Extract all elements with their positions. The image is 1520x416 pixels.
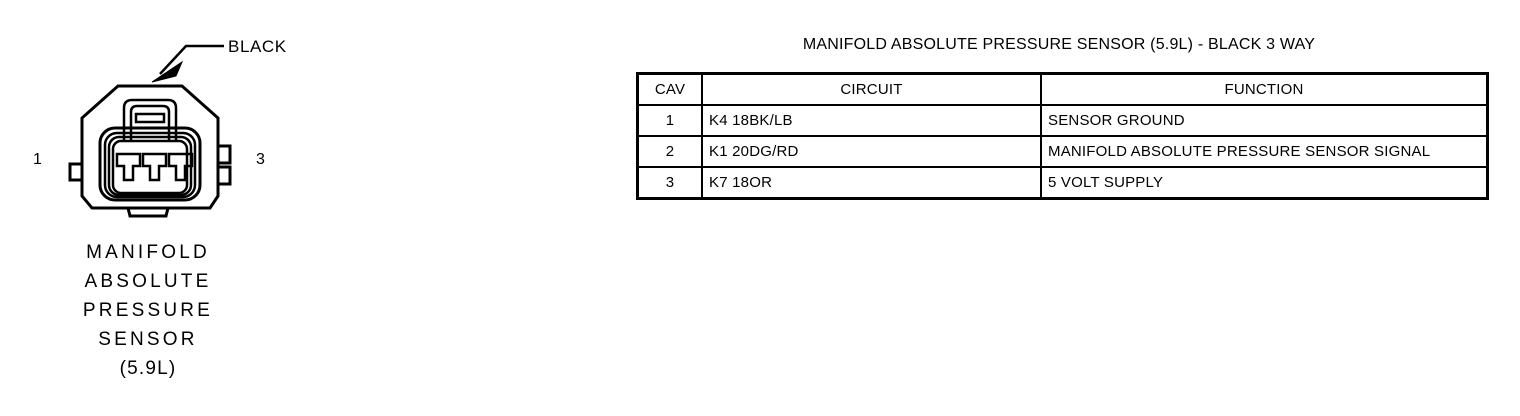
connector-bottom-tab (126, 207, 170, 218)
connector-latch-outer (122, 98, 178, 142)
callout-label-black: BLACK (228, 37, 287, 56)
cell-cav: 2 (636, 135, 703, 168)
terminal-opening-1 (115, 152, 142, 182)
cavity-housing-outer (98, 126, 202, 202)
caption-line-4: SENSOR (98, 329, 198, 350)
cell-function: SENSOR GROUND (1040, 104, 1489, 137)
caption-line-1: MANIFOLD (86, 242, 210, 263)
connector-latch-inner (129, 104, 171, 140)
connector-right-tab-lower (218, 165, 232, 186)
connector-caption: MANIFOLD ABSOLUTE PRESSURE SENSOR (5.9L) (0, 238, 296, 383)
pin-number-1: 1 (33, 151, 42, 168)
cell-cav: 3 (636, 166, 703, 200)
column-header-cav: CAV (636, 72, 703, 106)
callout-leader-line (159, 44, 224, 75)
table-row: 2 K1 20DG/RD MANIFOLD ABSOLUTE PRESSURE … (636, 135, 1489, 168)
connector-illustration-panel: BLACK 1 3 MANIFOLD ABSOLUTE PRESSURE SEN… (0, 0, 330, 416)
cell-cav: 1 (636, 104, 703, 137)
connector-right-tab-upper (218, 144, 232, 165)
cell-function: MANIFOLD ABSOLUTE PRESSURE SENSOR SIGNAL (1040, 135, 1489, 168)
connector-latch-slot (134, 112, 166, 124)
cell-circuit: K4 18BK/LB (701, 104, 1042, 137)
connector-left-tab (68, 162, 82, 182)
column-header-function: FUNCTION (1040, 72, 1489, 106)
caption-line-5: (5.9L) (119, 358, 177, 379)
callout-arrowhead (151, 60, 184, 83)
terminal-opening-3 (167, 152, 194, 182)
connector-outer-shell (80, 84, 220, 210)
caption-line-3: PRESSURE (82, 300, 214, 321)
column-header-circuit: CIRCUIT (701, 72, 1042, 106)
table-header-row: CAV CIRCUIT FUNCTION (636, 72, 1489, 106)
caption-line-2: ABSOLUTE (84, 271, 212, 292)
cell-circuit: K1 20DG/RD (701, 135, 1042, 168)
table-title: MANIFOLD ABSOLUTE PRESSURE SENSOR (5.9L)… (802, 36, 1316, 53)
cavity-housing-mid (103, 131, 197, 199)
table-row: 3 K7 18OR 5 VOLT SUPPLY (636, 166, 1489, 200)
terminal-opening-2 (141, 152, 168, 182)
pinout-table: CAV CIRCUIT FUNCTION 1 K4 18BK/LB SENSOR… (636, 72, 1489, 200)
pin-number-3: 3 (256, 151, 265, 168)
cell-circuit: K7 18OR (701, 166, 1042, 200)
connector-drawing (68, 44, 232, 218)
pinout-table-panel: MANIFOLD ABSOLUTE PRESSURE SENSOR (5.9L)… (636, 36, 1489, 200)
table-row: 1 K4 18BK/LB SENSOR GROUND (636, 104, 1489, 137)
cell-function: 5 VOLT SUPPLY (1040, 166, 1489, 200)
